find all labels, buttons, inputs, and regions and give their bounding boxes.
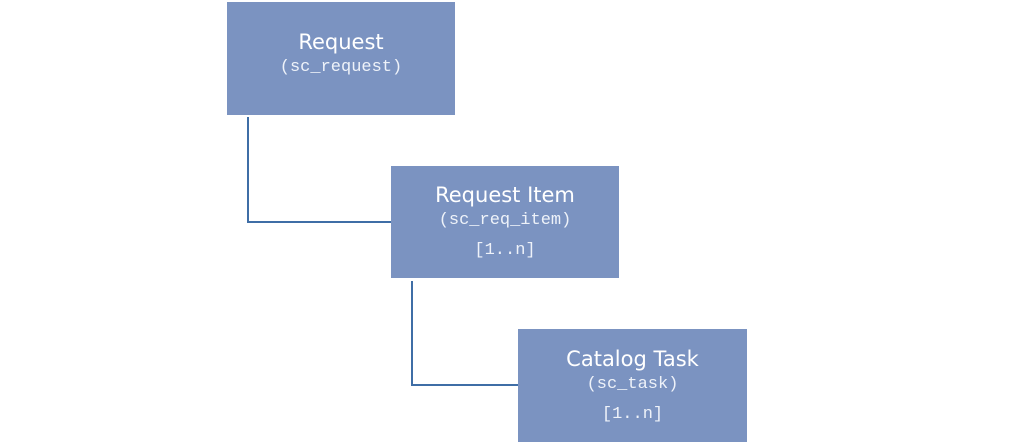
- node-request-item: Request Item (sc_req_item) [1..n]: [391, 166, 619, 278]
- node-request-title: Request: [298, 29, 384, 54]
- node-catalog-task-cardinality: [1..n]: [601, 404, 664, 424]
- connector-request-to-request-item: [247, 117, 391, 223]
- node-catalog-task-title: Catalog Task: [566, 346, 699, 371]
- connector-request-item-to-catalog-task: [411, 281, 518, 386]
- node-request-item-title: Request Item: [435, 183, 575, 207]
- node-catalog-task-table: (sc_task): [586, 374, 679, 394]
- node-request: Request (sc_request): [227, 2, 455, 115]
- node-request-item-cardinality: [1..n]: [474, 241, 536, 260]
- node-catalog-task: Catalog Task (sc_task) [1..n]: [518, 329, 747, 442]
- node-request-item-table: (sc_req_item): [438, 211, 572, 230]
- node-request-table: (sc_request): [279, 57, 403, 77]
